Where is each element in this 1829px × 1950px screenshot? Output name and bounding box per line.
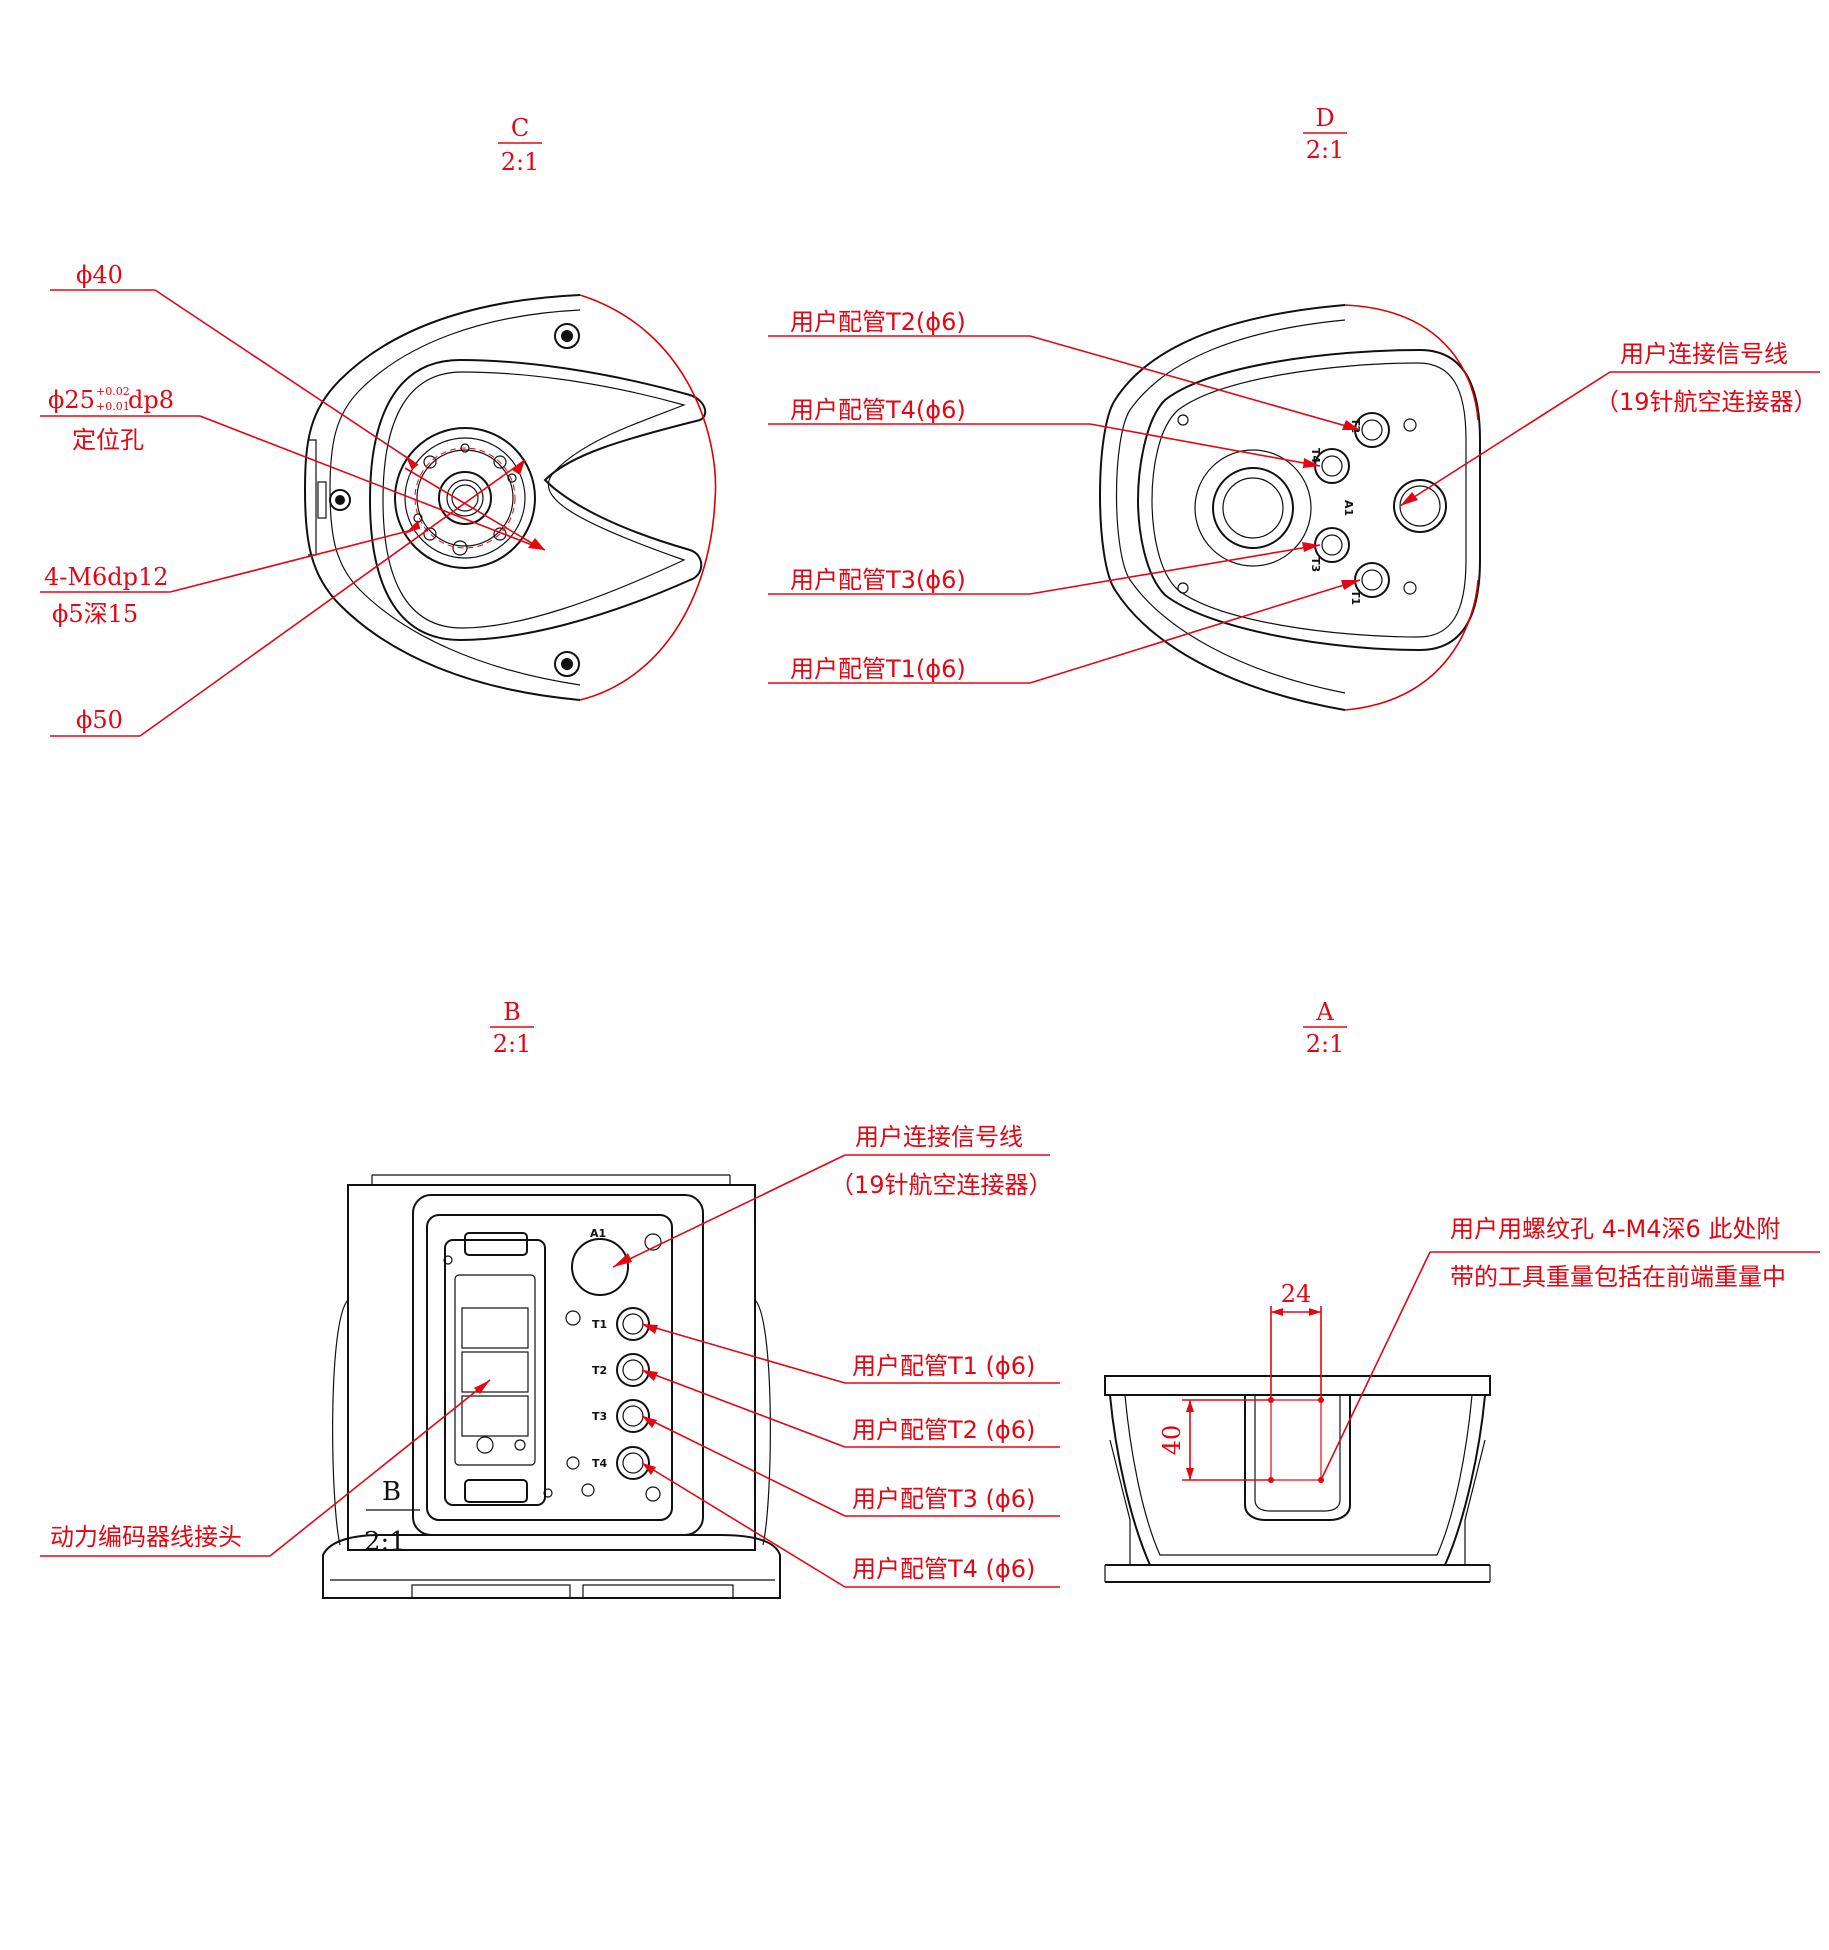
- label-b-signal: 用户连接信号线: [855, 1123, 1023, 1151]
- view-d-drawing: T2 T4 A1 T3 T1: [1099, 304, 1481, 711]
- port-label-t4: T4: [1309, 448, 1322, 464]
- view-title-a: A 2:1: [1303, 998, 1347, 1058]
- view-b-annotations: 用户连接信号线 （19针航空连接器） 用户配管T1 (ϕ6) 用户配管T2 (ϕ…: [40, 1123, 1060, 1588]
- view-a-scale: 2:1: [1306, 1030, 1345, 1058]
- port-label-t1: T1: [1349, 590, 1362, 605]
- label-b-t4: 用户配管T4 (ϕ6): [852, 1555, 1035, 1583]
- view-a-annotations: 24 40 用户用螺纹孔 4-M4深6 此处附 带的工具重量包括在前端重量中: [1158, 1215, 1820, 1481]
- view-c-scale: 2:1: [501, 148, 540, 176]
- dim-phi40: ϕ40: [76, 261, 123, 289]
- dim-phi25-group: ϕ25 +0.02 +0.01 dp8: [48, 385, 174, 414]
- dim-phi50: ϕ50: [76, 706, 123, 734]
- label-d-t2: 用户配管T2(ϕ6): [790, 308, 966, 336]
- label-d-signal: 用户连接信号线: [1620, 340, 1788, 368]
- dim-phi25: ϕ25: [48, 386, 95, 414]
- view-b-scale: 2:1: [493, 1030, 532, 1058]
- view-a-letter: A: [1315, 998, 1334, 1026]
- view-c-annotations: ϕ40 ϕ25 +0.02 +0.01 dp8 定位孔 4-M6dp12 ϕ5深…: [40, 261, 546, 737]
- view-a-drawing: [1104, 1375, 1491, 1583]
- port-b-t2: T2: [592, 1364, 607, 1377]
- dim-4-m6: 4-M6dp12: [44, 563, 169, 591]
- label-b-t2: 用户配管T2 (ϕ6): [852, 1416, 1035, 1444]
- note-line-1: 用户用螺纹孔 4-M4深6 此处附: [1450, 1215, 1780, 1243]
- view-title-b: B 2:1: [490, 998, 534, 1058]
- label-d-t4: 用户配管T4(ϕ6): [790, 396, 966, 424]
- view-title-c: C 2:1: [498, 114, 542, 176]
- port-label-a1: A1: [1342, 500, 1355, 516]
- dim-dp8: dp8: [128, 386, 174, 414]
- port-b-t4: T4: [592, 1457, 608, 1470]
- view-d-letter: D: [1315, 104, 1334, 132]
- label-locating-hole: 定位孔: [72, 426, 144, 454]
- label-b-connector: （19针航空连接器）: [830, 1171, 1053, 1199]
- port-b-t3: T3: [592, 1410, 607, 1423]
- port-b-t1: T1: [592, 1318, 607, 1331]
- label-d-connector: （19针航空连接器）: [1595, 388, 1818, 416]
- ghost-section-letter: B: [382, 1477, 401, 1507]
- view-b-drawing: A1 T1 T2 T3 T4 B 2:1: [322, 1174, 781, 1599]
- label-d-t3: 用户配管T3(ϕ6): [790, 566, 966, 594]
- dim-24: 24: [1281, 1280, 1312, 1308]
- label-b-power: 动力编码器线接头: [50, 1523, 242, 1551]
- tolerance-lower: +0.01: [96, 400, 130, 413]
- label-b-t3: 用户配管T3 (ϕ6): [852, 1485, 1035, 1513]
- ghost-section-scale: 2:1: [364, 1527, 406, 1557]
- port-label-t3: T3: [1309, 557, 1322, 572]
- view-title-d: D 2:1: [1303, 104, 1347, 164]
- note-line-2: 带的工具重量包括在前端重量中: [1450, 1263, 1786, 1291]
- dim-phi5-depth15: ϕ5深15: [52, 600, 138, 628]
- tolerance-upper: +0.02: [96, 385, 130, 398]
- view-c-letter: C: [511, 114, 529, 142]
- label-d-t1: 用户配管T1(ϕ6): [790, 655, 966, 683]
- view-b-letter: B: [503, 998, 521, 1026]
- port-b-a1: A1: [590, 1227, 606, 1240]
- dim-40: 40: [1158, 1425, 1186, 1456]
- view-c-drawing: [303, 294, 717, 701]
- view-d-annotations: 用户配管T2(ϕ6) 用户配管T4(ϕ6) 用户配管T3(ϕ6) 用户配管T1(…: [768, 308, 1820, 684]
- label-b-t1: 用户配管T1 (ϕ6): [852, 1352, 1035, 1380]
- view-d-scale: 2:1: [1306, 136, 1345, 164]
